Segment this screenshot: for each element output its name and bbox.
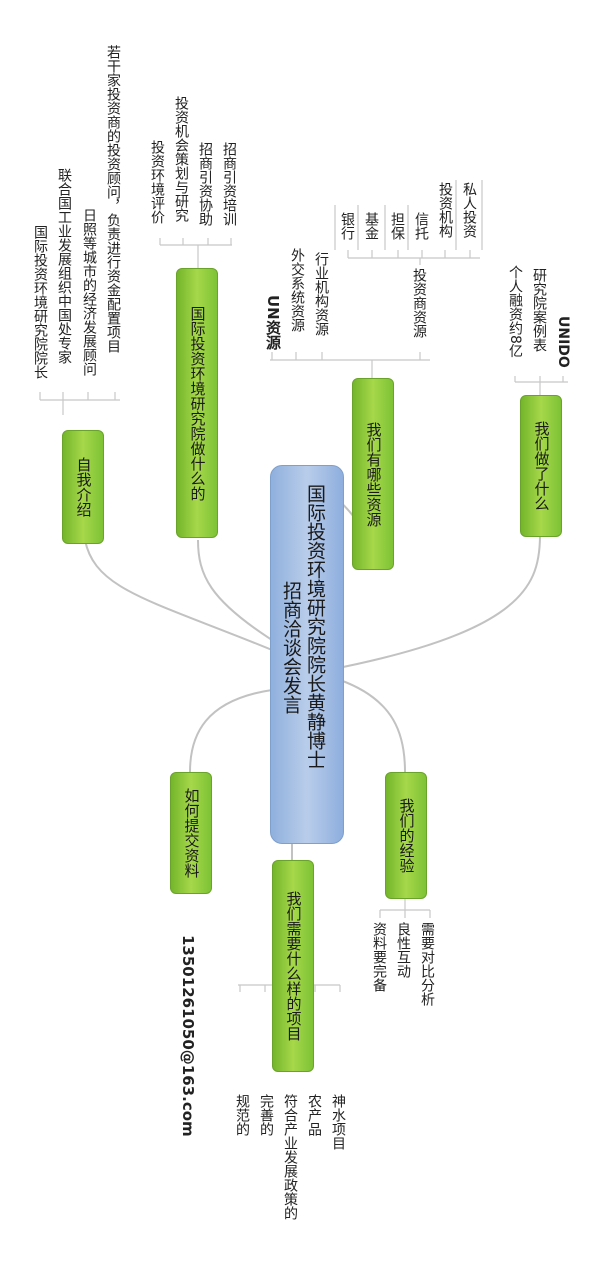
branch-institute-work[interactable]: 国际投资环境研究院做什么的 xyxy=(176,268,218,538)
experience-item: 良性互动 xyxy=(395,922,411,978)
project-item: 符合产业发展政策的 xyxy=(282,1094,298,1220)
experience-item: 资料要完备 xyxy=(371,922,387,992)
intro-item: 联合国工业发展组织中国处专家 xyxy=(56,168,72,364)
work-item: 投资环境评价 xyxy=(149,140,165,224)
branch-resources[interactable]: 我们有哪些资源 xyxy=(352,378,394,570)
branch-institute-work-label: 国际投资环境研究院做什么的 xyxy=(188,305,207,501)
project-item: 农产品 xyxy=(306,1094,322,1136)
branch-self-intro-label: 自我介绍 xyxy=(74,457,93,517)
project-item: 神水项目 xyxy=(330,1094,346,1150)
investor-type: 投资机构 xyxy=(437,182,453,238)
investor-type: 担保 xyxy=(389,212,405,240)
investor-type: 银行 xyxy=(339,212,355,240)
investor-type: 信托 xyxy=(413,212,429,240)
branch-needed-projects-label: 我们需要什么样的项目 xyxy=(284,891,303,1041)
investor-type: 基金 xyxy=(363,212,379,240)
contact-email-link[interactable]: 13501261050@163.com xyxy=(179,935,197,1137)
project-item: 规范的 xyxy=(234,1094,250,1136)
resource-item: 投资商资源 xyxy=(411,268,427,338)
intro-item: 国际投资环境研究院院长 xyxy=(32,225,48,379)
branch-how-to-submit[interactable]: 如何提交资料 xyxy=(170,772,212,894)
intro-item: 若干家投资商的投资顾问，负责进行资金配置项目 xyxy=(105,45,121,353)
branch-how-to-submit-label: 如何提交资料 xyxy=(182,788,201,878)
branch-what-we-did-label: 我们做了什么 xyxy=(532,421,551,511)
work-item: 招商引资协助 xyxy=(197,142,213,226)
experience-item: 需要对比分析 xyxy=(419,922,435,1006)
project-item: 完善的 xyxy=(258,1094,274,1136)
branch-self-intro[interactable]: 自我介绍 xyxy=(62,430,104,544)
intro-item: 日照等城市的经济发展顾问 xyxy=(81,208,97,376)
resource-item: UN资源 xyxy=(264,295,282,350)
work-item: 招商引资培训 xyxy=(221,142,237,226)
done-item: UNIDO xyxy=(555,316,571,368)
resource-item: 外交系统资源 xyxy=(289,248,305,332)
branch-what-we-did[interactable]: 我们做了什么 xyxy=(520,395,562,537)
central-topic-line1: 国际投资环境研究院院长黄静博士 xyxy=(304,484,326,769)
resource-item: 行业机构资源 xyxy=(313,252,329,336)
done-item: 个人融资约8亿 xyxy=(507,265,523,358)
central-topic[interactable]: 国际投资环境研究院院长黄静博士 招商洽谈会发言 xyxy=(270,465,344,844)
branch-our-experience[interactable]: 我们的经验 xyxy=(385,772,427,899)
work-item: 投资机会策划与研究 xyxy=(173,96,189,222)
investor-type: 私人投资 xyxy=(461,182,477,238)
done-item: 研究院案例表 xyxy=(531,268,547,352)
central-topic-line2: 招商洽谈会发言 xyxy=(280,581,302,714)
branch-our-experience-label: 我们的经验 xyxy=(397,798,416,873)
branch-resources-label: 我们有哪些资源 xyxy=(364,421,383,527)
branch-needed-projects[interactable]: 我们需要什么样的项目 xyxy=(272,860,314,1072)
